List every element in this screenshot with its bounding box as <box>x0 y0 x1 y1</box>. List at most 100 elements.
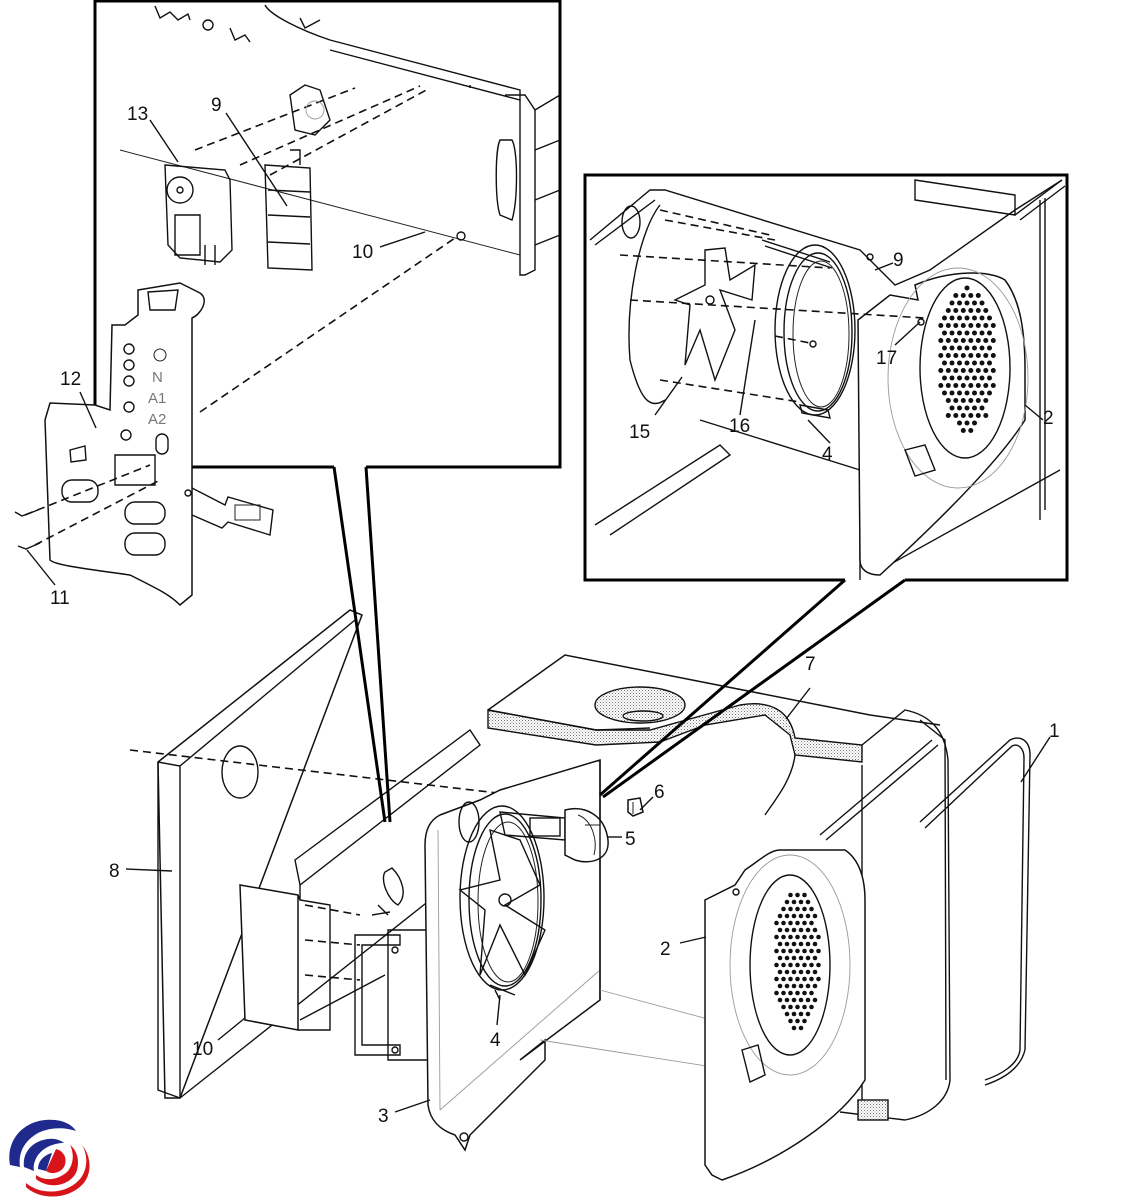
grille-hole <box>949 345 955 351</box>
grille-hole <box>781 920 786 926</box>
grille-hole <box>788 976 793 982</box>
grille-hole <box>788 906 793 912</box>
grille-hole <box>990 338 996 343</box>
label-8: 8 <box>109 861 120 882</box>
part-10-control-bracket <box>239 728 481 1061</box>
grille-hole <box>968 368 974 373</box>
grille-hole <box>791 913 797 919</box>
grille-hole <box>964 360 970 366</box>
grille-hole <box>812 997 818 1003</box>
grille-holes <box>938 285 996 433</box>
grille-hole <box>990 368 996 373</box>
grille-hole <box>987 330 992 336</box>
grille-hole <box>781 906 786 912</box>
grille-hole <box>949 390 955 396</box>
grille-hole <box>975 398 981 403</box>
grille-hole <box>972 360 977 366</box>
grille-hole <box>945 413 951 418</box>
grille-hole <box>975 323 981 328</box>
label-16: 16 <box>729 416 750 437</box>
grille-hole <box>805 927 811 933</box>
grille-hole <box>945 383 951 388</box>
grille-hole <box>953 398 959 403</box>
grille-hole <box>774 976 779 982</box>
part-5-lamp-holder <box>499 808 609 863</box>
grille-hole <box>942 360 947 366</box>
detail-box-fan-element <box>583 173 1069 799</box>
grille-hole <box>784 997 790 1003</box>
grille-hole <box>968 428 974 433</box>
grille-hole <box>975 413 981 418</box>
grille-hole <box>805 983 811 989</box>
grille-hole <box>788 948 793 954</box>
label-15: 15 <box>629 422 650 443</box>
grille-hole <box>983 368 989 373</box>
grille-hole <box>953 353 959 358</box>
grille-hole <box>809 1004 814 1010</box>
grille-hole <box>777 927 783 933</box>
grille-hole <box>805 969 811 975</box>
grille-hole <box>788 934 793 940</box>
grille-hole <box>945 308 951 313</box>
label-4-detail: 4 <box>822 444 833 465</box>
grille-hole <box>942 390 947 396</box>
part-7-oven-cavity <box>487 654 951 1121</box>
grille-hole <box>812 927 818 933</box>
label-2-detail: 2 <box>1043 408 1054 429</box>
grille-hole <box>942 375 947 381</box>
grille-hole <box>975 383 981 388</box>
grille-hole <box>812 955 818 961</box>
grille-hole <box>791 969 797 975</box>
grille-hole <box>975 368 981 373</box>
grille-hole <box>774 920 779 926</box>
part-3-back-wall <box>424 758 601 1152</box>
part-13-fan-motor <box>164 164 233 265</box>
grille-hole <box>979 330 985 336</box>
main-assembly-view <box>129 609 1031 1181</box>
label-4: 4 <box>490 1030 501 1051</box>
grille-hole <box>809 976 814 982</box>
grille-hole <box>795 934 800 940</box>
grille-hole <box>983 398 989 403</box>
grille-hole <box>781 990 786 996</box>
grille-hole <box>968 338 974 343</box>
grille-hole <box>777 997 783 1003</box>
grille-hole <box>812 913 818 919</box>
grille-hole <box>784 969 790 975</box>
part-2-grille-panel <box>857 267 1029 576</box>
grille-hole <box>802 1004 807 1010</box>
grille-hole <box>960 308 966 313</box>
label-12: 12 <box>60 369 81 390</box>
grille-hole <box>812 983 818 989</box>
grille-hole <box>802 948 807 954</box>
grille-hole <box>964 315 970 321</box>
grille-hole <box>953 308 959 313</box>
grille-hole <box>942 345 947 351</box>
grille-hole <box>791 997 797 1003</box>
grille-hole <box>781 1004 786 1010</box>
grille-hole <box>809 934 814 940</box>
grille-hole <box>784 955 790 961</box>
grille-hole <box>987 360 992 366</box>
grille-hole <box>798 1011 804 1017</box>
grille-hole <box>777 913 783 919</box>
grille-hole <box>798 913 804 919</box>
grille-hole <box>953 293 959 298</box>
grille-hole <box>945 338 951 343</box>
label-1: 1 <box>1049 721 1060 742</box>
grille-hole <box>784 1011 790 1017</box>
grille-hole <box>972 390 977 396</box>
grille-hole <box>975 338 981 343</box>
label-17: 17 <box>876 348 897 369</box>
grille-hole <box>972 315 977 321</box>
grille-hole <box>979 315 985 321</box>
grille-hole <box>802 920 807 926</box>
grille-hole <box>805 899 811 905</box>
grille-hole <box>805 913 811 919</box>
grille-hole <box>949 330 955 336</box>
grille-hole <box>798 983 804 989</box>
grille-hole <box>938 338 944 343</box>
grille-hole <box>945 323 951 328</box>
part-2-fan-cover <box>704 849 866 1181</box>
grille-hole <box>960 398 966 403</box>
